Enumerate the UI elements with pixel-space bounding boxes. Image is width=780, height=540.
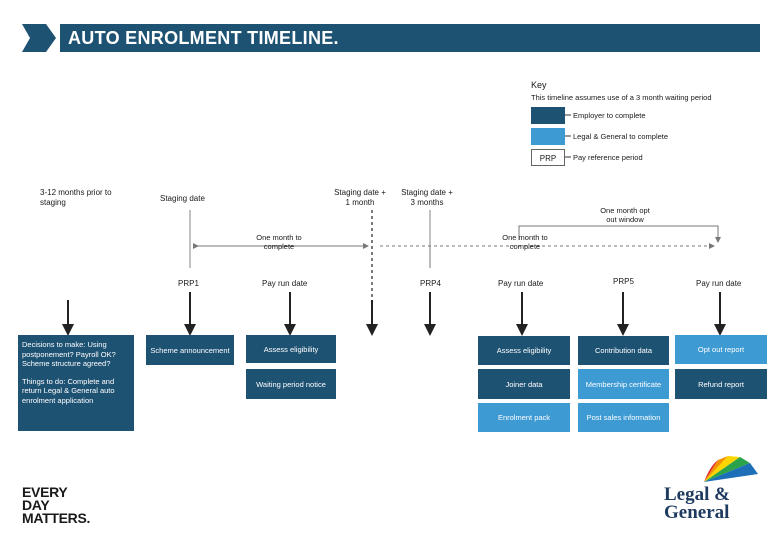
key-employer-label: Employer to complete	[573, 111, 646, 120]
page-title: AUTO ENROLMENT TIMELINE.	[68, 28, 339, 48]
logo-line-2: General	[664, 502, 730, 523]
label-payrun2: Pay run date	[498, 279, 544, 288]
label-payrun1: Pay run date	[262, 279, 308, 288]
legal-general-logo: Legal & General	[664, 484, 730, 523]
box-opt-out-report: Opt out report	[675, 335, 767, 364]
label-payrun3: Pay run date	[696, 279, 742, 288]
tagline: EVERY DAY MATTERS.	[22, 484, 91, 526]
tagline-line-1: EVERY	[22, 484, 68, 500]
decisions-text: Decisions to make: Using postponement? P…	[22, 340, 116, 368]
box-post-sales-information: Post sales information	[578, 403, 669, 432]
label-prp5: PRP5	[613, 277, 634, 286]
box-contribution-data: Contribution data	[578, 336, 669, 365]
box-enrolment-pack: Enrolment pack	[478, 403, 570, 432]
stage-prior: 3-12 months prior to staging	[40, 188, 112, 207]
logo-line-1: Legal &	[664, 484, 730, 505]
key-prp-label: Pay reference period	[573, 153, 643, 162]
box-assess-eligibility-1: Assess eligibility	[246, 335, 336, 363]
key-swatch-employer	[531, 107, 565, 124]
box-refund-report: Refund report	[675, 369, 767, 399]
box-waiting-period-notice: Waiting period notice	[246, 369, 336, 399]
title-bar	[60, 24, 760, 52]
umbrella-logo-icon	[704, 456, 758, 482]
stage-plus1: Staging date + 1 month	[334, 188, 386, 207]
key-swatch-lg	[531, 128, 565, 145]
box-assess-eligibility-2: Assess eligibility	[478, 336, 570, 365]
label-prp1: PRP1	[178, 279, 199, 288]
title-chevron-icon	[22, 24, 56, 52]
box-scheme-announcement: Scheme announcement	[146, 335, 234, 365]
label-prp4: PRP4	[420, 279, 441, 288]
employer-tasks-box: Decisions to make: Using postponement? P…	[18, 335, 134, 431]
key-note: This timeline assumes use of a 3 month w…	[531, 93, 712, 102]
tagline-line-3: MATTERS.	[22, 510, 91, 526]
key-heading: Key	[531, 80, 547, 90]
stage-staging: Staging date	[160, 194, 205, 203]
stage-plus3: Staging date + 3 months	[401, 188, 453, 207]
stage-one-month-b: One month to complete	[502, 233, 548, 251]
stage-one-month-a: One month to complete	[256, 233, 302, 251]
stage-optout-window: One month opt out window	[600, 206, 650, 224]
tagline-line-2: DAY	[22, 497, 50, 513]
key-swatch-prp: PRP	[531, 149, 565, 166]
key-lg-label: Legal & General to complete	[573, 132, 669, 141]
box-membership-certificate: Membership certificate	[578, 369, 669, 399]
todo-text: Things to do: Complete and return Legal …	[22, 376, 115, 405]
box-joiner-data: Joiner data	[478, 369, 570, 399]
